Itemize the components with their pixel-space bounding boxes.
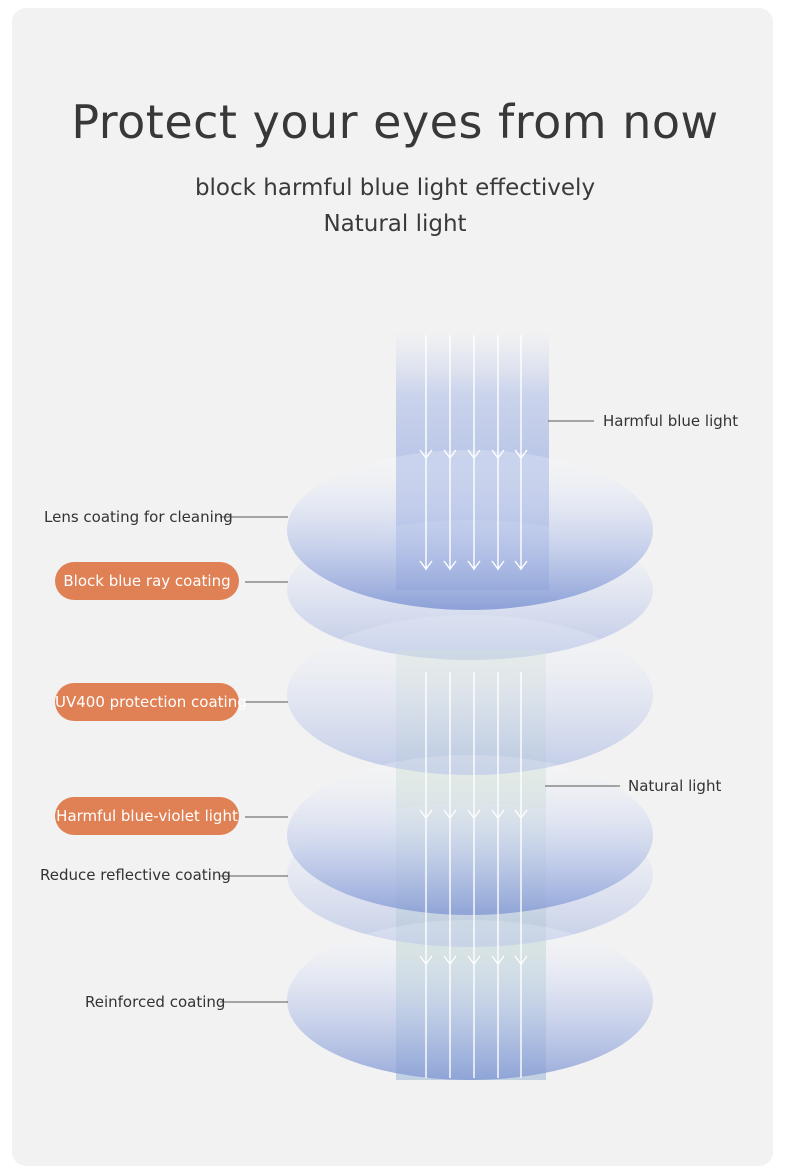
label-lens-coating-cleaning: Lens coating for cleaning	[44, 508, 233, 526]
pill-harmful-blue-violet: Harmful blue-violet light	[55, 797, 239, 835]
label-reduce-reflective: Reduce reflective coating	[40, 866, 231, 884]
label-reinforced: Reinforced coating	[85, 993, 225, 1011]
label-natural-light: Natural light	[628, 777, 721, 795]
pill-uv400: UV400 protection coating	[55, 683, 239, 721]
pill-block-blue-ray: Block blue ray coating	[55, 562, 239, 600]
lens-disc-reinforced	[287, 920, 653, 1080]
lens-disc-uv400	[287, 615, 653, 775]
lens-disc-blue-violet	[287, 755, 653, 915]
label-harmful-blue-light: Harmful blue light	[603, 412, 738, 430]
lens-disc-cleaning	[287, 450, 653, 610]
